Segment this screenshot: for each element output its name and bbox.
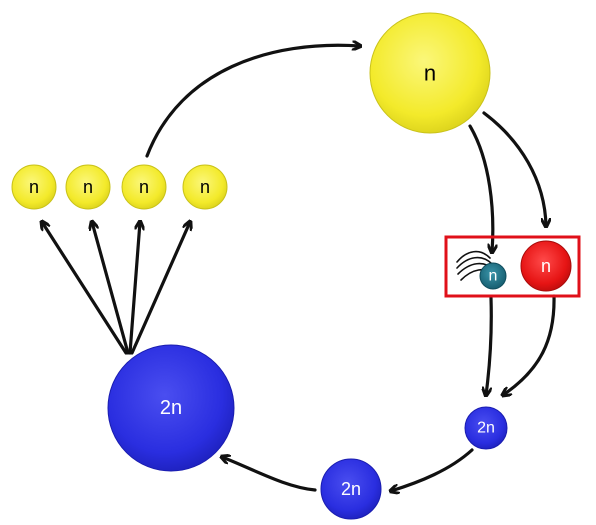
spore-4-label: n [200,177,210,197]
arrow-red-gamete-to-zygote [503,294,556,395]
diploid-large-node: 2n [107,344,235,472]
arrow-diploid-to-spore-4 [130,222,190,355]
arrow-motile-gamete-to-zygote [486,296,493,395]
arrow-diploid-to-spore-3 [128,222,140,355]
arrows [42,45,556,492]
motile-gamete-label: n [489,268,498,285]
haploid-large-label: n [424,61,436,86]
arrow-zygote-to-medium [391,448,474,491]
spore-2-node: n [65,164,111,210]
arrow-diploid-to-spore-1 [42,222,128,355]
zygote-medium-node: 2n [320,458,382,520]
spore-4-node: n [182,164,228,210]
diploid-large-label: 2n [160,397,182,419]
red-gamete-label: n [541,256,551,276]
arrow-haploid-to-red-gamete [482,111,546,226]
spore-3-node: n [121,164,167,210]
haploid-large-node: n [369,12,491,134]
spore-3-label: n [139,177,149,197]
motile-gamete-node: n [456,250,507,290]
arrow-haploid-to-motile-gamete [468,124,493,252]
arrow-diploid-to-spore-2 [92,222,130,355]
arrow-medium-to-diploid [222,457,317,492]
spore-2-label: n [83,177,93,197]
gamete-highlight-box [444,235,581,298]
red-gamete-node: n [520,240,572,292]
zygote-small-label: 2n [477,420,495,437]
spore-1-node: n [11,164,57,210]
spore-1-label: n [29,177,39,197]
zygote-medium-label: 2n [341,479,361,499]
arrow-spores-to-haploid [145,45,360,158]
zygote-small-node: 2n [464,406,508,450]
